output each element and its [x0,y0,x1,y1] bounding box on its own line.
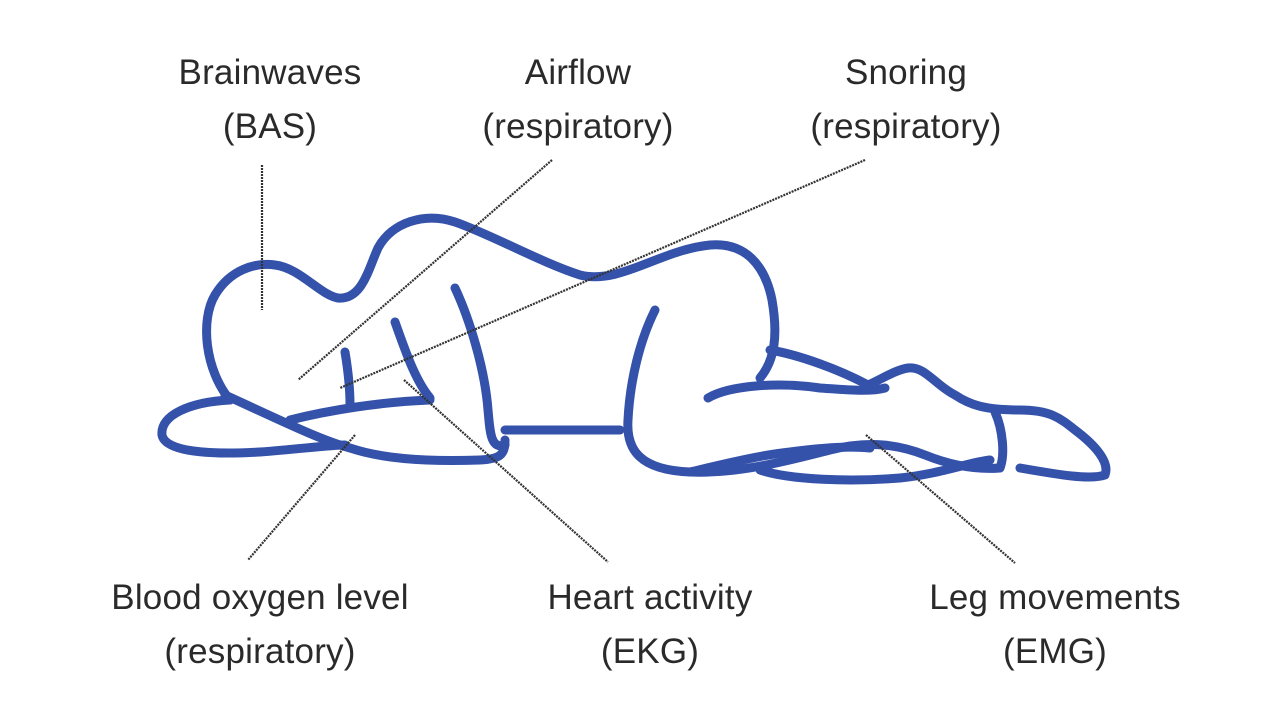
label-heart-activity-title: Heart activity [547,578,753,617]
label-leg-movements-subtitle: (EMG) [1002,632,1108,671]
label-snoring: Snoring (respiratory) [756,46,1056,154]
label-heart-activity: Heart activity (EKG) [490,571,810,679]
label-leg-movements: Leg movements (EMG) [875,571,1235,679]
label-brainwaves-subtitle: (BAS) [222,107,318,146]
label-airflow: Airflow (respiratory) [428,46,728,154]
label-snoring-subtitle: (respiratory) [810,107,1002,146]
leader-line-airflow [297,159,553,381]
leader-line-blood-oxygen [247,434,356,561]
leader-line-legs [865,434,1016,564]
label-heart-activity-subtitle: (EKG) [600,632,700,671]
label-airflow-subtitle: (respiratory) [482,107,674,146]
leader-line-heart [403,379,609,563]
label-brainwaves: Brainwaves (BAS) [120,46,420,154]
label-leg-movements-title: Leg movements [929,578,1181,617]
label-blood-oxygen-subtitle: (respiratory) [164,632,356,671]
label-airflow-title: Airflow [524,53,632,92]
label-blood-oxygen: Blood oxygen level (respiratory) [40,571,480,679]
leader-line-snoring [339,158,866,390]
leader-lines [247,158,1016,564]
label-snoring-title: Snoring [844,53,968,92]
body-outline [157,213,1111,485]
label-blood-oxygen-title: Blood oxygen level [111,578,409,617]
label-brainwaves-title: Brainwaves [178,53,362,92]
